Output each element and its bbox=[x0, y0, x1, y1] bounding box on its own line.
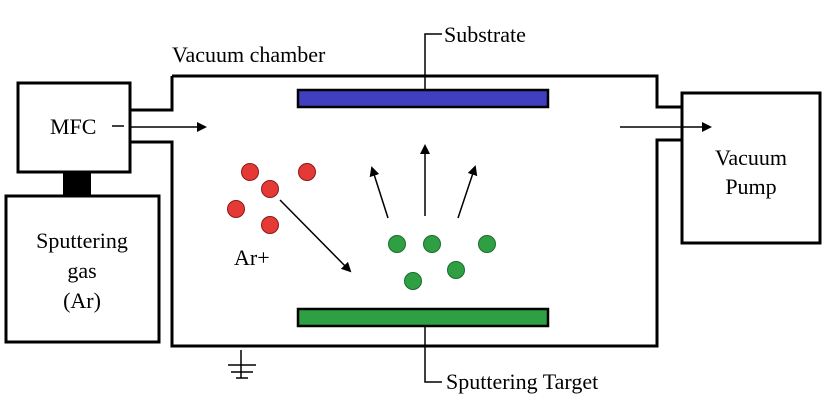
sputtering-target-label: Sputtering Target bbox=[446, 369, 598, 394]
target-leader-line bbox=[424, 326, 442, 383]
sputter-arrow-left bbox=[369, 166, 389, 219]
argon-ion bbox=[241, 163, 259, 181]
gas-connector bbox=[63, 172, 91, 196]
ground-icon bbox=[228, 350, 256, 379]
sputtered-atom bbox=[388, 235, 406, 253]
sputtered-atom bbox=[423, 235, 441, 253]
mfc-box bbox=[16, 81, 132, 174]
sputtering-gas-label-line1: Sputtering bbox=[36, 228, 128, 253]
sputtered-atoms bbox=[388, 235, 496, 290]
vacuum-pump-box bbox=[680, 91, 822, 245]
vacuum-pump-label-line1: Vacuum bbox=[715, 145, 787, 170]
argon-ion-label: Ar+ bbox=[234, 245, 270, 270]
sputter-arrow-right bbox=[457, 165, 478, 219]
argon-ion bbox=[227, 200, 245, 218]
sputtered-atom bbox=[447, 261, 465, 279]
vacuum-chamber-label: Vacuum chamber bbox=[172, 42, 326, 67]
argon-ion bbox=[261, 216, 279, 234]
vacuum-pump-label-line2: Pump bbox=[725, 174, 776, 199]
sputtering-gas-box bbox=[4, 194, 161, 344]
ar-ion-trajectory-arrow bbox=[279, 199, 352, 273]
mfc-label: MFC bbox=[50, 114, 96, 139]
sputtered-atom bbox=[478, 235, 496, 253]
substrate-label: Substrate bbox=[444, 22, 526, 47]
vacuum-chamber-outline bbox=[130, 74, 682, 348]
sputtering-target-plate bbox=[296, 307, 550, 328]
substrate-leader-line bbox=[424, 33, 442, 90]
sputtering-gas-label-line3: (Ar) bbox=[63, 288, 101, 313]
substrate-plate bbox=[296, 88, 550, 109]
argon-ion bbox=[298, 163, 316, 181]
argon-ion bbox=[261, 180, 279, 198]
sputtering-gas-label-line2: gas bbox=[67, 258, 96, 283]
argon-ions bbox=[227, 163, 316, 234]
sputtered-atom bbox=[404, 272, 422, 290]
